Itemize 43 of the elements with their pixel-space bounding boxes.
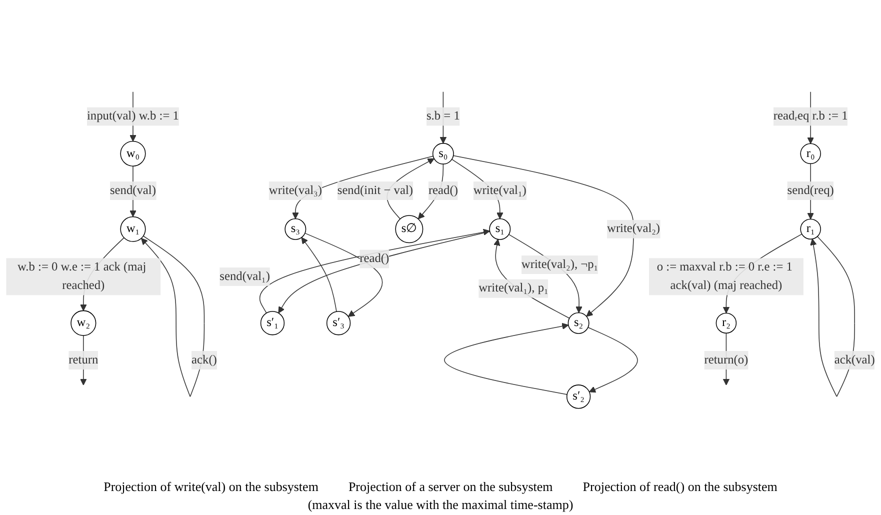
node-circle: s₁: [489, 218, 511, 240]
edge-label: read(): [360, 252, 390, 266]
node-circle: s′₂: [566, 384, 591, 409]
edge-label: return(o): [704, 353, 748, 366]
node-circle: r₂: [716, 312, 737, 334]
edge-label: read(): [428, 184, 458, 197]
edge-label: o := maxval r.b := 0 r.e := 1 ack(val) (maj reached): [656, 260, 792, 292]
arrow: [301, 237, 337, 312]
node-circle: s₀: [432, 142, 454, 164]
edge-label: send(val₁): [220, 270, 270, 283]
edge-label: return: [68, 353, 98, 366]
node-circle: r₀: [800, 143, 821, 164]
caption-text: Projection of write(val) on the subsystem: [104, 479, 318, 495]
edge-label: write(val₃): [268, 184, 322, 197]
arrow: [304, 232, 383, 317]
edge-label: send(init − val): [337, 184, 413, 197]
edge-label: readᵣeq r.b := 1: [773, 110, 848, 123]
edge-label: s.b = 1: [426, 110, 460, 123]
arrow: [444, 322, 569, 395]
node-circle: w₁: [120, 216, 146, 242]
node-circle: s′₃: [326, 311, 351, 336]
edge-label: write(val₂): [607, 222, 660, 236]
edge-label: send(req): [787, 184, 834, 197]
caption-text: Projection of read() on the subsystem: [582, 479, 778, 495]
edge-label: input(val) w.b := 1: [86, 110, 179, 123]
edge-label: write(val₁), p₁: [478, 282, 548, 295]
node-circle: s₃: [284, 218, 306, 240]
arrow: [588, 326, 638, 393]
edge-label: write(val₂), ¬p₁: [521, 258, 598, 271]
caption-text: (maxval is the value with the maximal time-stamp): [308, 497, 574, 513]
arrow: [452, 155, 634, 317]
edge-label: send(val): [110, 184, 156, 197]
node-circle: w₂: [70, 310, 96, 336]
node-circle: s₂: [568, 312, 590, 334]
node-circle: s∅: [395, 215, 424, 244]
node-circle: r₁: [800, 218, 821, 240]
edge-label: ack(): [192, 353, 217, 366]
caption-text: Projection of a server on the subsystem: [348, 479, 553, 495]
node-circle: w₀: [120, 140, 146, 166]
node-circle: s′₁: [260, 311, 285, 336]
edge-label: ack(val): [834, 353, 875, 366]
edge-label: write(val₁): [473, 184, 526, 197]
edge-label: w.b := 0 w.e := 1 ack (maj reached): [18, 260, 146, 292]
